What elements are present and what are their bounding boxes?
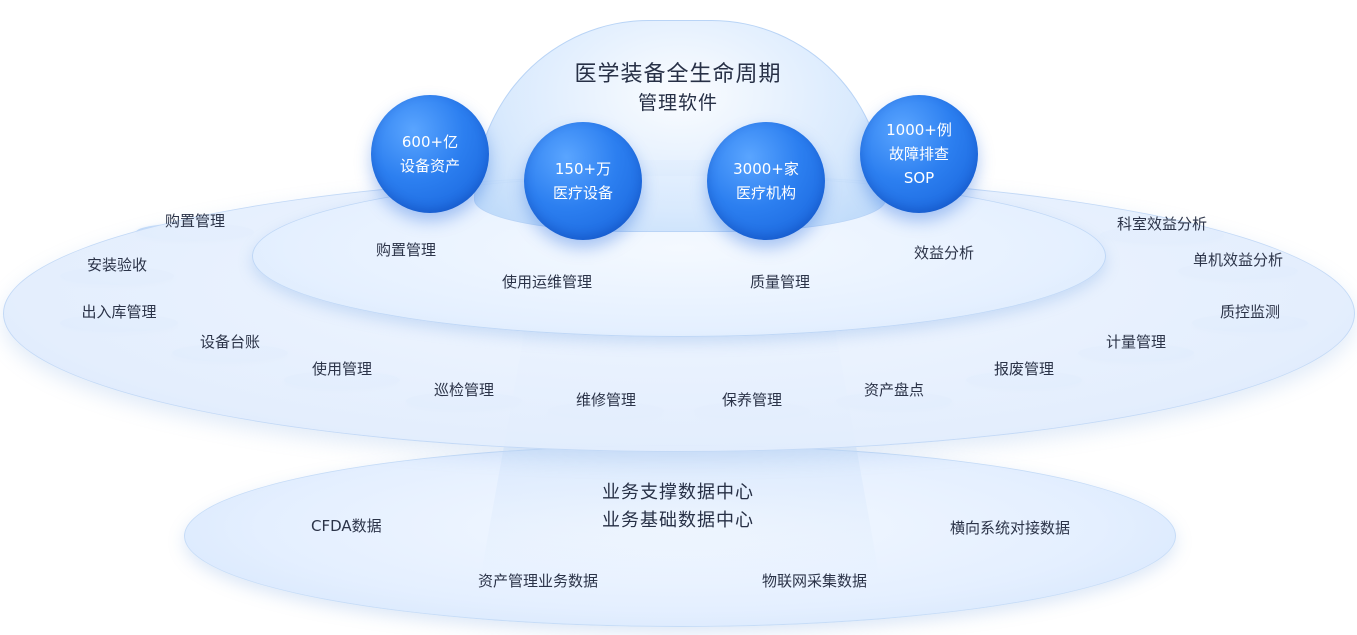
- data-source-integration: 横向系统对接数据: [950, 519, 1071, 537]
- ring-item: 单机效益分析: [1178, 244, 1298, 280]
- data-center-title-1: 业务支撑数据中心: [602, 482, 754, 503]
- dome-title: 医学装备全生命周期: [574, 62, 782, 87]
- stat-bubble-extra: SOP: [903, 169, 935, 187]
- ring-item: 设备台账: [172, 326, 288, 362]
- stat-bubble-caption: 故障排查: [888, 145, 949, 163]
- ring-item: 使用管理: [284, 353, 400, 389]
- stat-bubble-institutions: 3000+家 医疗机构: [707, 122, 825, 240]
- stat-bubble-assets: 600+亿 设备资产: [371, 95, 489, 213]
- data-source-asset: 资产管理业务数据: [478, 572, 599, 590]
- ring-item: 安装验收: [60, 249, 174, 285]
- data-source-iot: 物联网采集数据: [762, 572, 868, 590]
- ring-item: 质控监测: [1192, 296, 1308, 332]
- module-label-quality: 质量管理: [750, 273, 811, 291]
- dome-subtitle: 管理软件: [637, 92, 718, 114]
- ring-item: 出入库管理: [60, 296, 178, 332]
- ring-item: 计量管理: [1078, 326, 1194, 362]
- stat-bubble-caption: 医疗设备: [552, 184, 613, 202]
- stat-bubble-value: 1000+例: [886, 121, 952, 139]
- ring-item: 科室效益分析: [1100, 208, 1224, 244]
- data-source-cfda: CFDA数据: [311, 517, 382, 535]
- stat-bubble-value: 150+万: [554, 160, 612, 178]
- stat-bubble-caption: 设备资产: [399, 157, 460, 175]
- ring-item: 购置管理: [136, 205, 254, 241]
- module-label-operation: 使用运维管理: [502, 273, 593, 291]
- ring-item: 保养管理: [694, 384, 810, 420]
- ring-item: 巡检管理: [406, 374, 522, 410]
- stat-bubble-sop: 1000+例 故障排查 SOP: [860, 95, 978, 213]
- stat-bubble-value: 3000+家: [733, 160, 799, 178]
- module-label-procurement: 购置管理: [376, 241, 437, 259]
- module-label-benefit: 效益分析: [914, 244, 975, 262]
- ring-item: 报废管理: [966, 353, 1082, 389]
- data-center-title-2: 业务基础数据中心: [602, 510, 754, 531]
- stat-bubble-devices: 150+万 医疗设备: [524, 122, 642, 240]
- stat-bubble-caption: 医疗机构: [735, 184, 796, 202]
- ring-item: 资产盘点: [836, 374, 952, 410]
- ring-item: 维修管理: [548, 384, 664, 420]
- stat-bubble-value: 600+亿: [401, 133, 459, 151]
